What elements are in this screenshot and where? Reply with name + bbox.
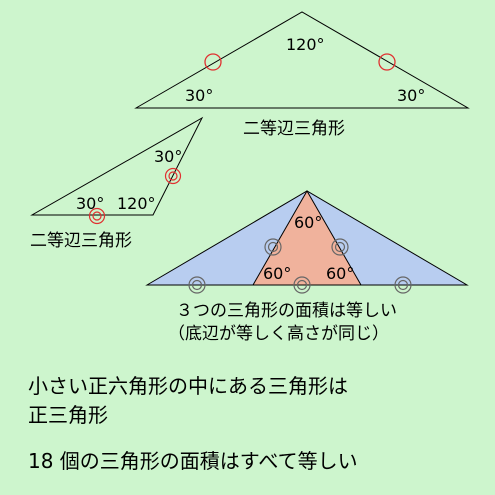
tri1-caption: 二等辺三角形	[243, 119, 345, 139]
tri3-right-angle: 60°	[326, 264, 355, 283]
equal-side-mark-left	[204, 53, 222, 71]
isosceles-triangle-top	[134, 11, 470, 109]
tri2-top-angle: 30°	[154, 147, 183, 166]
tri3-top-angle: 60°	[294, 213, 323, 232]
statement-line2: 正三角形	[28, 403, 108, 427]
tri3-left-angle: 60°	[263, 264, 292, 283]
tri3-caption-line2: （底辺が等しく高さが同じ）	[168, 324, 389, 344]
tri1-left-angle: 30°	[185, 86, 214, 105]
gray-mark-outer-3	[394, 276, 412, 294]
gray-mark-inner-4	[267, 241, 279, 253]
double-mark-inner-a	[168, 171, 178, 181]
gray-mark-outer-5	[331, 238, 349, 256]
gray-mark-outer-4	[264, 238, 282, 256]
tri2-right-angle: 120°	[117, 194, 156, 213]
double-mark-outer-a	[164, 167, 182, 185]
tri2-left-angle: 30°	[76, 194, 105, 213]
gray-mark-inner-2	[296, 279, 308, 291]
equal-side-mark-right	[378, 53, 396, 71]
gray-mark-inner-1	[191, 279, 203, 291]
isosceles-triangle-left	[30, 116, 204, 216]
tri3-caption-line1: ３つの三角形の面積は等しい	[176, 301, 397, 321]
gray-mark-outer-1	[188, 276, 206, 294]
tri1-top-angle: 120°	[286, 35, 325, 54]
statement-line3: 18 個の三角形の面積はすべて等しい	[28, 449, 358, 473]
double-mark-outer-b	[88, 207, 106, 225]
gray-mark-outer-2	[293, 276, 311, 294]
statement-line1: 小さい正六角形の中にある三角形は	[28, 374, 348, 398]
tri1-right-angle: 30°	[397, 86, 426, 105]
double-mark-inner-b	[92, 211, 102, 221]
gray-mark-inner-3	[397, 279, 409, 291]
tri2-caption: 二等辺三角形	[30, 231, 132, 251]
gray-mark-inner-5	[334, 241, 346, 253]
